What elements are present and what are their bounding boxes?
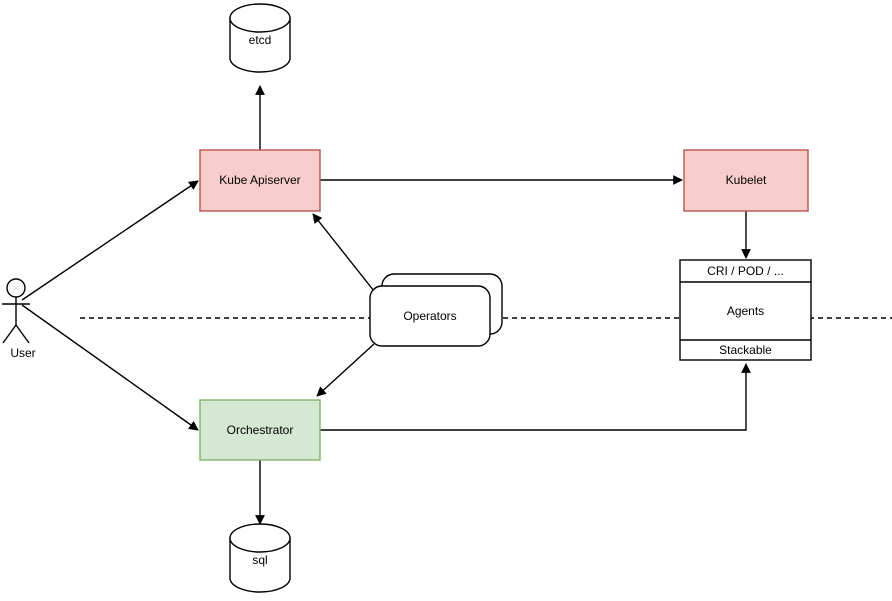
edge-orchestrator-to-stackable xyxy=(320,363,751,431)
kube-apiserver-box[interactable] xyxy=(199,149,321,212)
edge-user-to-orchestrator xyxy=(21,304,199,431)
operators-stack[interactable] xyxy=(369,273,503,347)
edge-operators-to-kube-apiserver xyxy=(312,213,375,292)
edge-operators-to-orchestrator xyxy=(316,343,375,397)
edge-user-to-kube-apiserver xyxy=(21,180,199,301)
kubelet-box[interactable] xyxy=(683,149,809,212)
agents-composite-box[interactable] xyxy=(679,259,812,361)
user-actor-icon[interactable] xyxy=(2,278,30,344)
sql-cylinder[interactable] xyxy=(229,523,291,593)
user-label: User xyxy=(10,346,36,360)
etcd-cylinder[interactable] xyxy=(229,3,291,73)
orchestrator-box[interactable] xyxy=(199,399,321,461)
